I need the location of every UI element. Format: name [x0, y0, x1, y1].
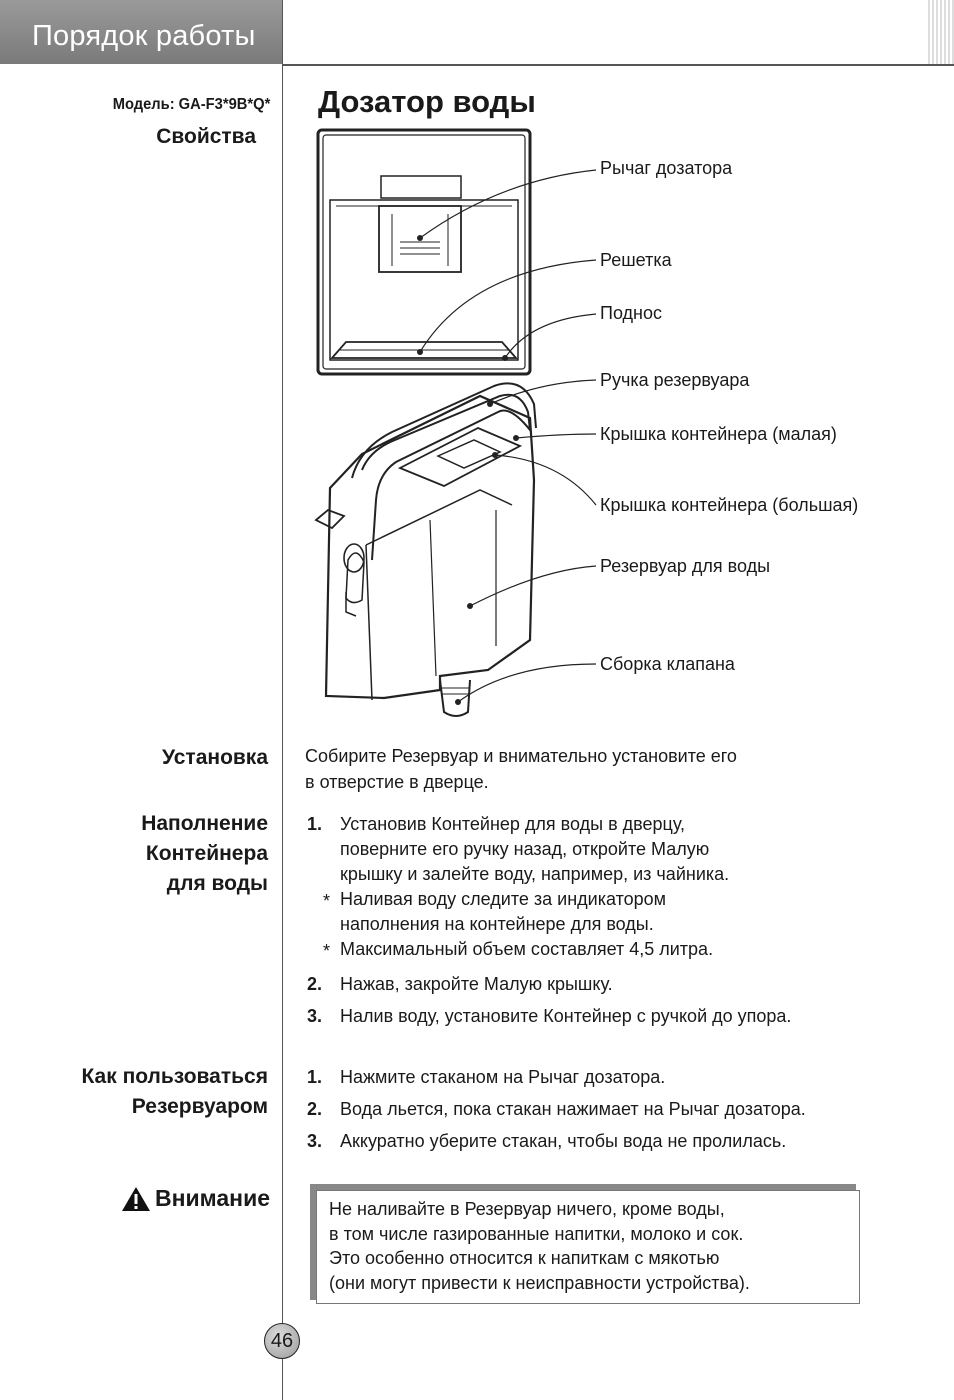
valve-assembly-shape	[439, 679, 471, 717]
usage-heading: Как пользоваться Резервуаром	[81, 1065, 268, 1118]
install-text: Собирите Резервуар и внимательно установ…	[305, 746, 737, 792]
warning-box: Не наливайте в Резервуар ничего, кроме в…	[316, 1190, 860, 1304]
dispenser-panel-outline	[316, 128, 532, 376]
list-item: поверните его ручку назад, откройте Малу…	[340, 839, 710, 859]
page-number: 46	[264, 1323, 300, 1359]
label-grille: Решетка	[600, 250, 672, 270]
list-item: 1. Установив Контейнер для воды в дверцу…	[307, 814, 686, 834]
leader-grille	[419, 259, 597, 353]
note-item: * Максимальный объем составляет 4,5 литр…	[323, 939, 714, 961]
header-decoration	[928, 0, 954, 64]
label-water-tank: Резервуар для воды	[600, 556, 771, 576]
label-dispenser-lever: Рычаг дозатора	[600, 158, 733, 178]
water-tank-outline	[324, 394, 536, 700]
warning-heading: Внимание	[121, 1185, 270, 1212]
label-large-lid: Крышка контейнера (большая)	[600, 495, 859, 515]
dispenser-lever-shape	[378, 205, 462, 273]
small-lid-shape	[436, 439, 502, 469]
section-title: Дозатор воды	[318, 84, 536, 119]
large-lid-shape	[397, 427, 523, 487]
list-item: 2. Нажав, закройте Малую крышку.	[307, 974, 613, 994]
tank-handle-shape	[361, 393, 532, 561]
leader-large-lid	[494, 454, 597, 506]
leader-tray	[504, 313, 597, 359]
leader-tank-handle	[489, 379, 597, 405]
install-heading: Установка	[162, 746, 268, 769]
filling-heading: Наполнение Контейнера для воды	[141, 812, 268, 895]
label-small-lid: Крышка контейнера (малая)	[600, 424, 837, 444]
model-label: Модель: GA-F3*9B*Q*	[112, 96, 270, 113]
list-item: крышку и залейте воду, например, из чайн…	[340, 864, 730, 884]
properties-heading: Свойства	[156, 125, 256, 148]
warning-icon	[122, 1186, 151, 1211]
header-divider	[282, 64, 954, 66]
column-divider	[282, 0, 283, 1400]
leader-valve	[457, 663, 597, 703]
filling-steps: 1. Установив Контейнер для воды в дверцу…	[305, 812, 792, 1029]
list-item: 3. Налив воду, установите Контейнер с ру…	[307, 1006, 792, 1026]
leader-small-lid	[515, 433, 597, 439]
label-tray: Поднос	[600, 303, 663, 323]
note-item: * Наливая воду следите за индикатором на…	[323, 889, 667, 934]
header-title: Порядок работы	[32, 20, 256, 52]
water-dispenser-diagram	[314, 128, 597, 717]
label-tank-handle: Ручка резервуара	[600, 370, 750, 390]
leader-water-tank	[469, 565, 597, 607]
header-tab: Порядок работы	[0, 0, 282, 64]
tray-shape	[330, 341, 518, 359]
leader-dispenser-lever	[419, 169, 597, 239]
label-valve-assembly: Сборка клапана	[600, 654, 735, 674]
